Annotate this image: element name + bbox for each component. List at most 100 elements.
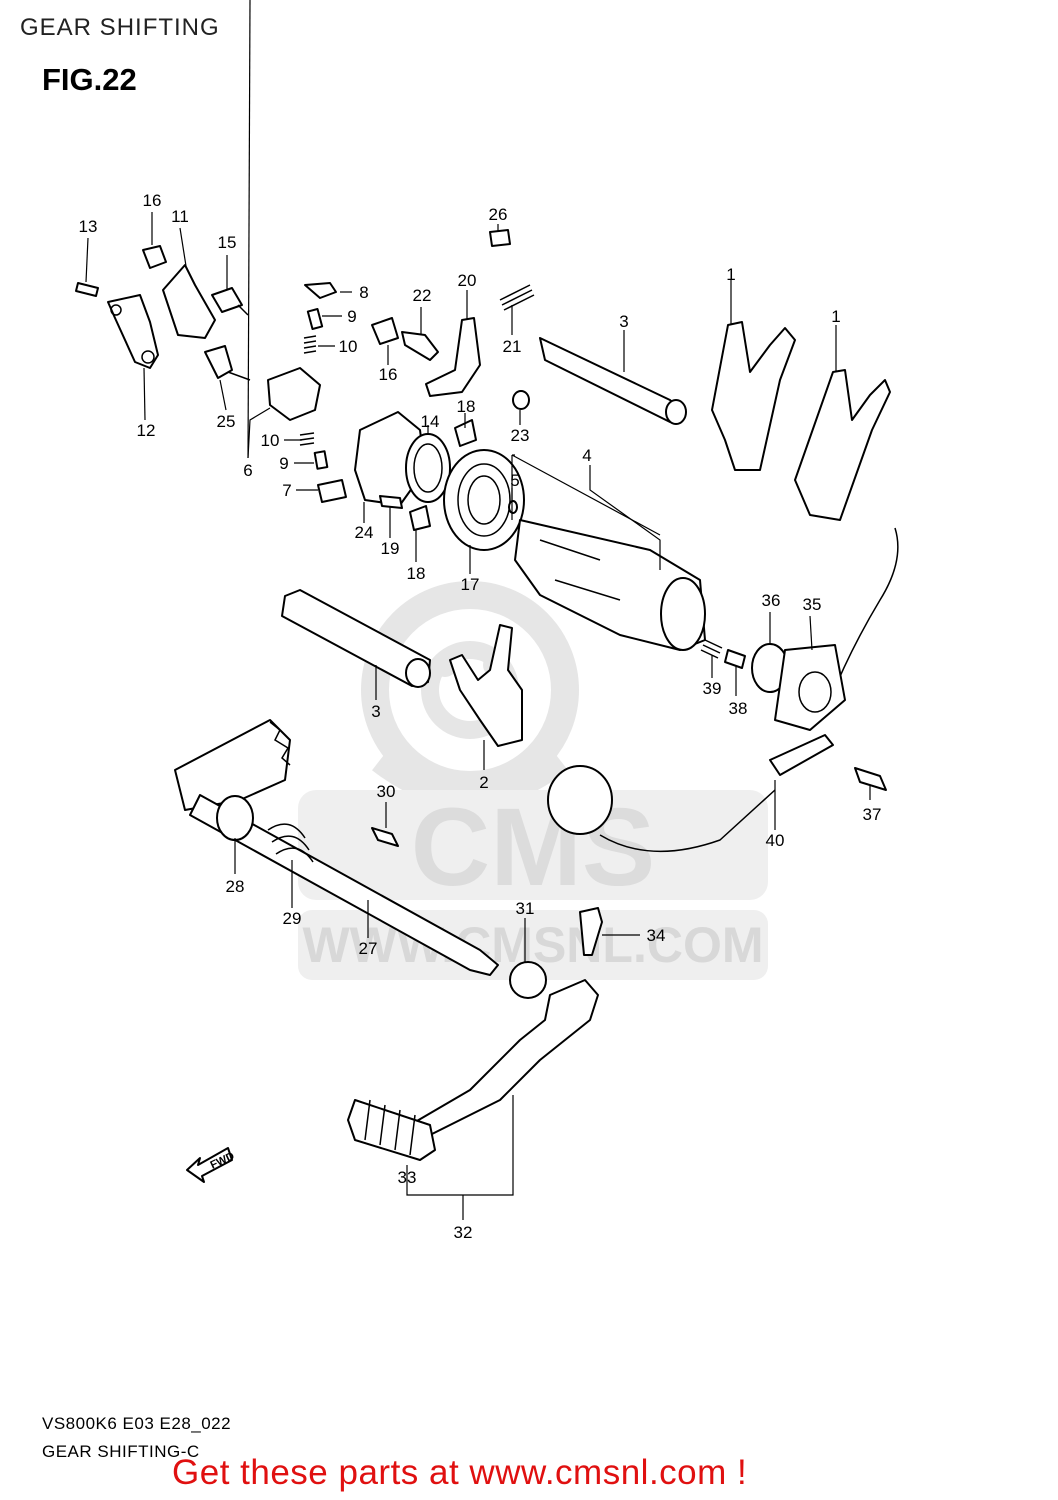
switch-35 <box>774 644 846 731</box>
callout-6: 6 <box>243 461 252 480</box>
shift-fork-2 <box>449 624 523 747</box>
retainer-18-upper <box>454 419 477 447</box>
callout-10: 10 <box>261 431 280 450</box>
callout-16: 16 <box>143 191 162 210</box>
watermark-brand: CMS <box>411 786 655 909</box>
callout-26: 26 <box>489 205 508 224</box>
screw-26 <box>489 229 511 247</box>
gear-shift-shaft-27 <box>189 794 499 976</box>
callout-34: 34 <box>647 926 666 945</box>
arm-20 <box>425 317 481 397</box>
callout-14: 14 <box>421 412 440 431</box>
callout-5: 5 <box>510 471 519 490</box>
callout-3: 3 <box>619 312 628 331</box>
callout-27: 27 <box>359 939 378 958</box>
fwd-arrow-icon <box>186 1147 233 1183</box>
callout-13: 13 <box>79 217 98 236</box>
callout-30: 30 <box>377 782 396 801</box>
callout-1: 1 <box>726 265 735 284</box>
callout-28: 28 <box>226 877 245 896</box>
shift-shaft-assembly <box>174 719 603 1161</box>
gear-shift-lever-32 <box>409 979 599 1141</box>
model-code: VS800K6 E03 E28_022 <box>42 1414 232 1433</box>
callout-39: 39 <box>703 679 722 698</box>
bolt-34 <box>579 907 603 956</box>
callout-24: 24 <box>355 523 374 542</box>
oil-seal-31 <box>509 961 547 999</box>
callout-19: 19 <box>381 539 400 558</box>
cam-plates <box>354 229 535 551</box>
callout-11: 11 <box>171 207 189 226</box>
bolt-25 <box>204 345 233 379</box>
spring-10-upper <box>303 335 317 354</box>
callout-33: 33 <box>398 1168 417 1187</box>
callout-10: 10 <box>339 337 358 356</box>
callout-21: 21 <box>503 337 522 356</box>
callout-32: 32 <box>454 1223 473 1242</box>
nut-16-top <box>142 245 167 269</box>
callout-7: 7 <box>282 481 291 500</box>
callout-4: 4 <box>582 446 591 465</box>
figure-label: FIG.22 <box>42 62 137 97</box>
callout-1: 1 <box>831 307 840 326</box>
callout-36: 36 <box>762 591 781 610</box>
spring-21 <box>499 284 535 311</box>
fwd-direction-marker: FWD <box>186 1147 237 1183</box>
spring-39 <box>700 639 723 659</box>
callout-29: 29 <box>283 909 302 928</box>
shift-rubber-33 <box>347 1099 436 1161</box>
fork-shaft-3-upper <box>539 337 681 423</box>
stopper-plate-12 <box>107 294 159 369</box>
callout-17: 17 <box>461 575 480 594</box>
screw-19 <box>379 495 403 509</box>
callout-38: 38 <box>729 699 748 718</box>
switch-wire <box>599 789 776 853</box>
spring-29 <box>267 823 314 863</box>
pin-30 <box>371 827 399 847</box>
shift-arm-teeth <box>269 721 291 766</box>
callout-18: 18 <box>457 397 476 416</box>
stopper-assembly <box>75 245 347 503</box>
pawl-7 <box>317 479 347 503</box>
pin-15 <box>211 287 243 313</box>
callout-23: 23 <box>511 426 530 445</box>
callout-3: 3 <box>371 702 380 721</box>
pin-9-upper <box>306 308 324 330</box>
promo-link[interactable]: Get these parts at www.cmsnl.com ! <box>172 1453 748 1492</box>
connector <box>547 765 613 835</box>
callout-18: 18 <box>407 564 426 583</box>
pawl-8 <box>304 282 337 299</box>
retainer-18-lower <box>409 505 431 531</box>
shift-fork-1-right <box>794 369 891 521</box>
drawing-title: GEAR SHIFTING-C <box>42 1442 200 1461</box>
callout-20: 20 <box>458 271 477 290</box>
nut-16-mid <box>371 317 399 345</box>
page-title: GEAR SHIFTING <box>20 14 220 41</box>
pin-9-lower <box>313 450 329 470</box>
callout-40: 40 <box>766 831 785 850</box>
callout-35: 35 <box>803 595 822 614</box>
washer-28 <box>216 795 254 841</box>
bolt-22 <box>401 331 439 361</box>
bearing-17 <box>443 449 525 551</box>
contact-38 <box>724 649 746 669</box>
shift-forks <box>281 321 891 747</box>
fwd-label: FWD <box>209 1150 237 1171</box>
callout-8: 8 <box>359 283 368 302</box>
shift-arm <box>174 719 291 811</box>
leader-lines <box>85 0 871 1220</box>
callout-16: 16 <box>379 365 398 384</box>
watermark-badge <box>298 790 768 900</box>
bolt-37 <box>854 767 887 791</box>
callout-12: 12 <box>137 421 156 440</box>
gear-position-switch <box>547 527 899 853</box>
bolt-13 <box>75 282 99 297</box>
stopper-arm-11 <box>162 264 216 339</box>
callout-numbers: 1 1 2 3 3 4 5 6 7 8 9 9 10 10 11 12 13 1… <box>79 191 882 1242</box>
callout-37: 37 <box>863 805 882 824</box>
pin-5 <box>508 500 518 514</box>
spring-10-lower <box>299 432 315 446</box>
callout-9: 9 <box>347 307 356 326</box>
cam-driven-gear-6 <box>267 367 321 421</box>
